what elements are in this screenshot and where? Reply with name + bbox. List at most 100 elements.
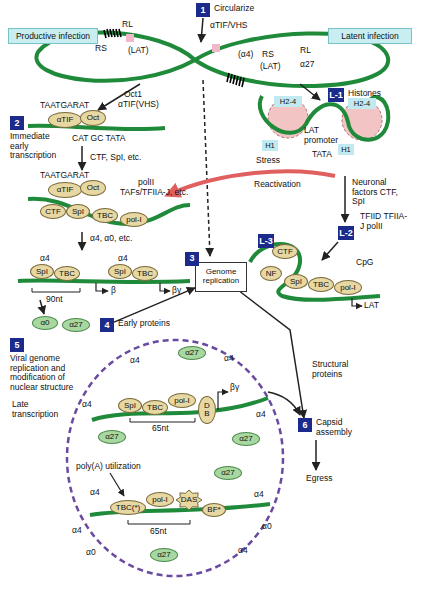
node-text: Latent infection <box>341 32 399 41</box>
protein-oval: α27 <box>214 466 242 480</box>
node-text: αTIF <box>57 186 74 194</box>
callout-square: L-3 <box>258 234 274 248</box>
protein-oval: pol-I <box>168 393 196 408</box>
node-text: α27 <box>69 321 83 329</box>
protein-oval: pol-I <box>120 212 148 227</box>
node-text: Productive infection <box>16 32 90 41</box>
callout-number: L-1 <box>329 91 343 100</box>
protein-oval: TBC(*) <box>110 500 146 515</box>
arrow <box>201 18 203 42</box>
node-text: Oct <box>87 184 99 192</box>
node-text: SpI <box>290 278 302 286</box>
repeat-hatch <box>104 29 121 38</box>
text-label: TAATGARAT <box>40 171 89 181</box>
dashed-arrow <box>203 80 210 256</box>
node-text: SpI <box>114 268 126 276</box>
protein-oval: TBC <box>132 266 158 281</box>
node-text: α27 <box>221 469 235 477</box>
star-outline <box>176 490 202 510</box>
protein-oval: α27 <box>62 318 90 332</box>
text-label: TFIID TFIIA-J polII <box>360 212 410 231</box>
text-label: CpG <box>356 258 373 268</box>
protein-oval: SpI <box>108 264 132 279</box>
node-text: SpI <box>72 208 84 216</box>
text-label: RL <box>122 20 133 30</box>
node-text: H2-4 <box>280 98 296 106</box>
node-text: Oct <box>87 114 99 122</box>
latent-dna <box>250 244 380 300</box>
arrow <box>81 146 83 170</box>
protein-oval: Oct <box>80 180 106 196</box>
callout-number: 3 <box>185 252 199 266</box>
protein-oval: Oct <box>80 110 106 126</box>
dna-strand <box>18 281 190 282</box>
text-label: Structural proteins <box>312 360 372 379</box>
repeat-hatch <box>227 73 244 87</box>
process-box: 3Genome replication <box>195 262 247 292</box>
step-heading: Viral genome replication and modificatio… <box>10 354 88 392</box>
node-text: TBC <box>59 270 75 278</box>
header-box: Productive infection <box>8 28 98 44</box>
text-label: α4 <box>238 546 248 556</box>
text-label: α4 <box>82 400 92 410</box>
protein-oval: α27 <box>150 548 178 562</box>
histone-tag: H2-4 <box>348 98 376 109</box>
protein-oval: pol-I <box>334 280 362 295</box>
transcription-start <box>352 298 362 306</box>
text-label: TAATGARAT <box>40 101 89 111</box>
text-label: α4, α0, etc. <box>90 234 132 244</box>
text-label: α4 <box>72 526 82 536</box>
node-text: NF <box>266 270 277 278</box>
dna-strand <box>28 126 165 129</box>
text-label: RS <box>95 44 107 54</box>
callout-number: L-2 <box>339 229 353 238</box>
node-text: SpI <box>36 268 48 276</box>
histone-tag: H1 <box>262 140 278 151</box>
text-label: αTIF/VHS <box>210 21 248 31</box>
node-text: α27 <box>157 551 171 559</box>
node-text: CTF <box>277 248 293 256</box>
arrow <box>40 300 44 314</box>
text-label: (α4) <box>238 50 253 60</box>
node-text: H1 <box>265 142 275 150</box>
arrow <box>315 440 317 470</box>
callout-square: 6Capsid assembly <box>298 418 312 432</box>
flow-arrow <box>241 292 304 418</box>
text-label: TAFs/TFIIA-J, etc. <box>120 188 188 198</box>
nucleus-outline <box>67 340 283 576</box>
text-label: (LAT) <box>260 62 281 72</box>
node-text: SpI <box>124 402 136 410</box>
text-label: LAT promoter <box>304 126 342 145</box>
protein-oval: α0 <box>32 316 58 330</box>
node-text: D <box>204 402 210 410</box>
callout-square: 5Viral genome replication and modificati… <box>10 338 24 352</box>
protein-oval: α27 <box>232 432 260 446</box>
text-label: βγ <box>172 286 181 296</box>
step-heading: Immediate early transcription <box>10 132 70 161</box>
node-text: BF* <box>207 506 220 514</box>
text-label: α4 <box>90 488 100 498</box>
text-label: Oct1 <box>124 90 142 100</box>
text-label: poly(A) utilization <box>76 462 141 472</box>
transcription-start <box>160 283 170 291</box>
callout-square: 2Immediate early transcription <box>10 116 24 130</box>
transcription-start <box>96 283 108 291</box>
protein-oval: SpI <box>30 264 54 279</box>
text-label: Stress <box>256 156 280 166</box>
text-label: α4 <box>224 354 234 364</box>
step-heading: Circularize <box>214 4 284 14</box>
protein-oval: SpI <box>118 398 142 413</box>
node-text: pol-I <box>126 216 142 224</box>
reactivation-arrow <box>170 171 335 194</box>
text-label: TATA <box>312 150 332 160</box>
arrow <box>322 242 338 260</box>
text-label: 90nt <box>46 295 63 305</box>
arrow <box>300 84 320 100</box>
node-text: CTF <box>45 208 61 216</box>
protein-oval: SpI <box>284 274 308 289</box>
text-label: α0 <box>86 548 96 558</box>
step-heading: Early proteins <box>118 319 188 329</box>
text-label: αTIF(VHS) <box>118 100 159 110</box>
text-label: LAT <box>364 301 379 311</box>
node-text: pol-I <box>340 284 356 292</box>
